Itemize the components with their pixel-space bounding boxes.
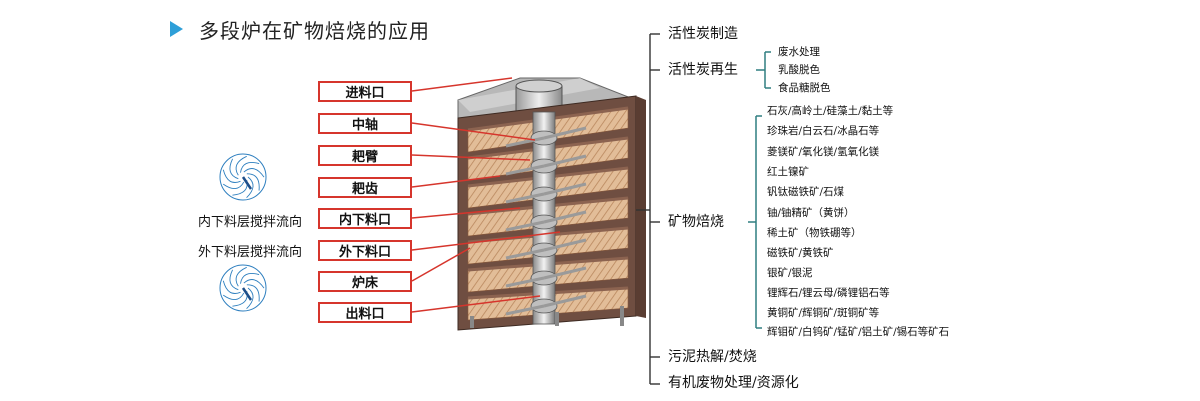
swirl-stroke xyxy=(246,287,254,310)
shaft-joints xyxy=(505,126,587,316)
mineral-item: 钒钛磁铁矿/石煤 xyxy=(767,186,845,198)
callout-leader-lines xyxy=(411,77,561,313)
callout-feed-inlet: 进料口 xyxy=(318,81,412,102)
inner-flow-label: 内下料层搅拌流向 xyxy=(198,215,303,230)
rabble-arm xyxy=(543,126,587,140)
leader-line xyxy=(411,122,536,141)
mineral-item: 稀土矿（物铁硼等） xyxy=(767,227,862,239)
mineral-item: 菱镁矿/氧化镁/氢氧化镁 xyxy=(767,146,880,158)
callout-inner-drop-hole: 内下料口 xyxy=(318,208,412,229)
swirl-stroke xyxy=(243,168,265,178)
rabble-arm xyxy=(505,304,545,316)
swirl-stroke xyxy=(229,269,239,291)
rabble-arm xyxy=(543,238,587,252)
callout-rabble-teeth: 耙齿 xyxy=(318,177,412,198)
callout-hearth: 炉床 xyxy=(318,271,412,292)
callout-outer-drop-hole: 外下料口 xyxy=(318,240,412,261)
rabble-arm xyxy=(505,192,545,204)
mineral-item: 磁铁矿/黄铁矿 xyxy=(767,247,834,259)
rabble-arm xyxy=(505,276,545,288)
swirl-stroke xyxy=(222,169,241,183)
rabble-arm xyxy=(505,164,545,176)
app-activated-carbon-regen: 活性炭再生 xyxy=(668,62,738,78)
mineral-item: 铀/铀精矿（黄饼） xyxy=(767,207,855,219)
rabble-arm xyxy=(543,210,587,224)
mineral-item: 辉钼矿/白钨矿/锰矿/铝土矿/锡石等矿石 xyxy=(767,326,950,338)
swirl-stroke xyxy=(240,161,260,173)
swirl-stroke xyxy=(222,280,241,294)
mineral-item: 珍珠岩/白云石/冰晶石等 xyxy=(767,125,880,137)
application-tree-lines xyxy=(636,33,660,385)
rabble-arm xyxy=(505,136,545,148)
rabble-arm xyxy=(505,220,545,232)
leader-line xyxy=(411,247,471,282)
rabble-arm xyxy=(543,294,587,308)
callout-discharge: 出料口 xyxy=(318,302,412,323)
outer-flow-swirl-icon xyxy=(219,264,267,312)
swirl-stroke xyxy=(235,155,247,176)
leader-line xyxy=(411,154,531,161)
rabble-arm xyxy=(543,266,587,280)
sub-brackets xyxy=(748,51,771,329)
leader-line xyxy=(411,295,541,313)
regen-item: 食品糖脱色 xyxy=(778,82,831,94)
mineral-item: 锂辉石/锂云母/磷锂铝石等 xyxy=(767,287,890,299)
app-activated-carbon-making: 活性炭制造 xyxy=(668,26,738,42)
slide-title: 多段炉在矿物焙烧的应用 xyxy=(170,14,430,44)
app-mineral-roasting: 矿物焙烧 xyxy=(668,214,724,230)
mineral-item: 红土镍矿 xyxy=(767,166,809,178)
leader-line xyxy=(411,207,521,219)
leader-line xyxy=(411,231,561,251)
callout-rabble-arm: 耙臂 xyxy=(318,145,412,166)
callout-central-shaft: 中轴 xyxy=(318,113,412,134)
swirl-stroke xyxy=(243,279,265,289)
swirl-stroke xyxy=(229,158,239,180)
swirl-pointer xyxy=(241,287,253,301)
swirl-stroke xyxy=(246,176,254,199)
app-organic-waste: 有机废物处理/资源化 xyxy=(668,375,799,391)
mineral-item: 石灰/高岭土/硅藻土/黏土等 xyxy=(767,105,894,117)
regen-item: 废水处理 xyxy=(778,46,820,58)
furnace-legs xyxy=(470,306,624,328)
leader-line xyxy=(411,77,513,92)
swirl-stroke xyxy=(222,292,245,300)
triangle-bullet-icon xyxy=(170,21,183,37)
mineral-item: 黄铜矿/辉铜矿/斑铜矿等 xyxy=(767,307,880,319)
swirl-stroke xyxy=(222,181,245,189)
mineral-item: 银矿/银泥 xyxy=(767,267,813,279)
regen-item: 乳酸脱色 xyxy=(778,64,820,76)
swirl-stroke xyxy=(240,272,260,284)
app-sludge: 污泥热解/焚烧 xyxy=(668,349,757,365)
swirl-pointer xyxy=(241,176,253,190)
swirl-stroke xyxy=(235,266,247,287)
swirl-stroke xyxy=(246,284,260,302)
rabble-arm xyxy=(505,248,545,260)
inner-flow-swirl-icon xyxy=(219,153,267,201)
swirl-stroke xyxy=(246,173,260,191)
leader-line xyxy=(411,175,501,188)
outer-flow-label: 外下料层搅拌流向 xyxy=(198,245,303,260)
rabble-arm xyxy=(543,154,587,168)
rabble-arm xyxy=(543,182,587,196)
title-text: 多段炉在矿物焙烧的应用 xyxy=(199,18,430,43)
